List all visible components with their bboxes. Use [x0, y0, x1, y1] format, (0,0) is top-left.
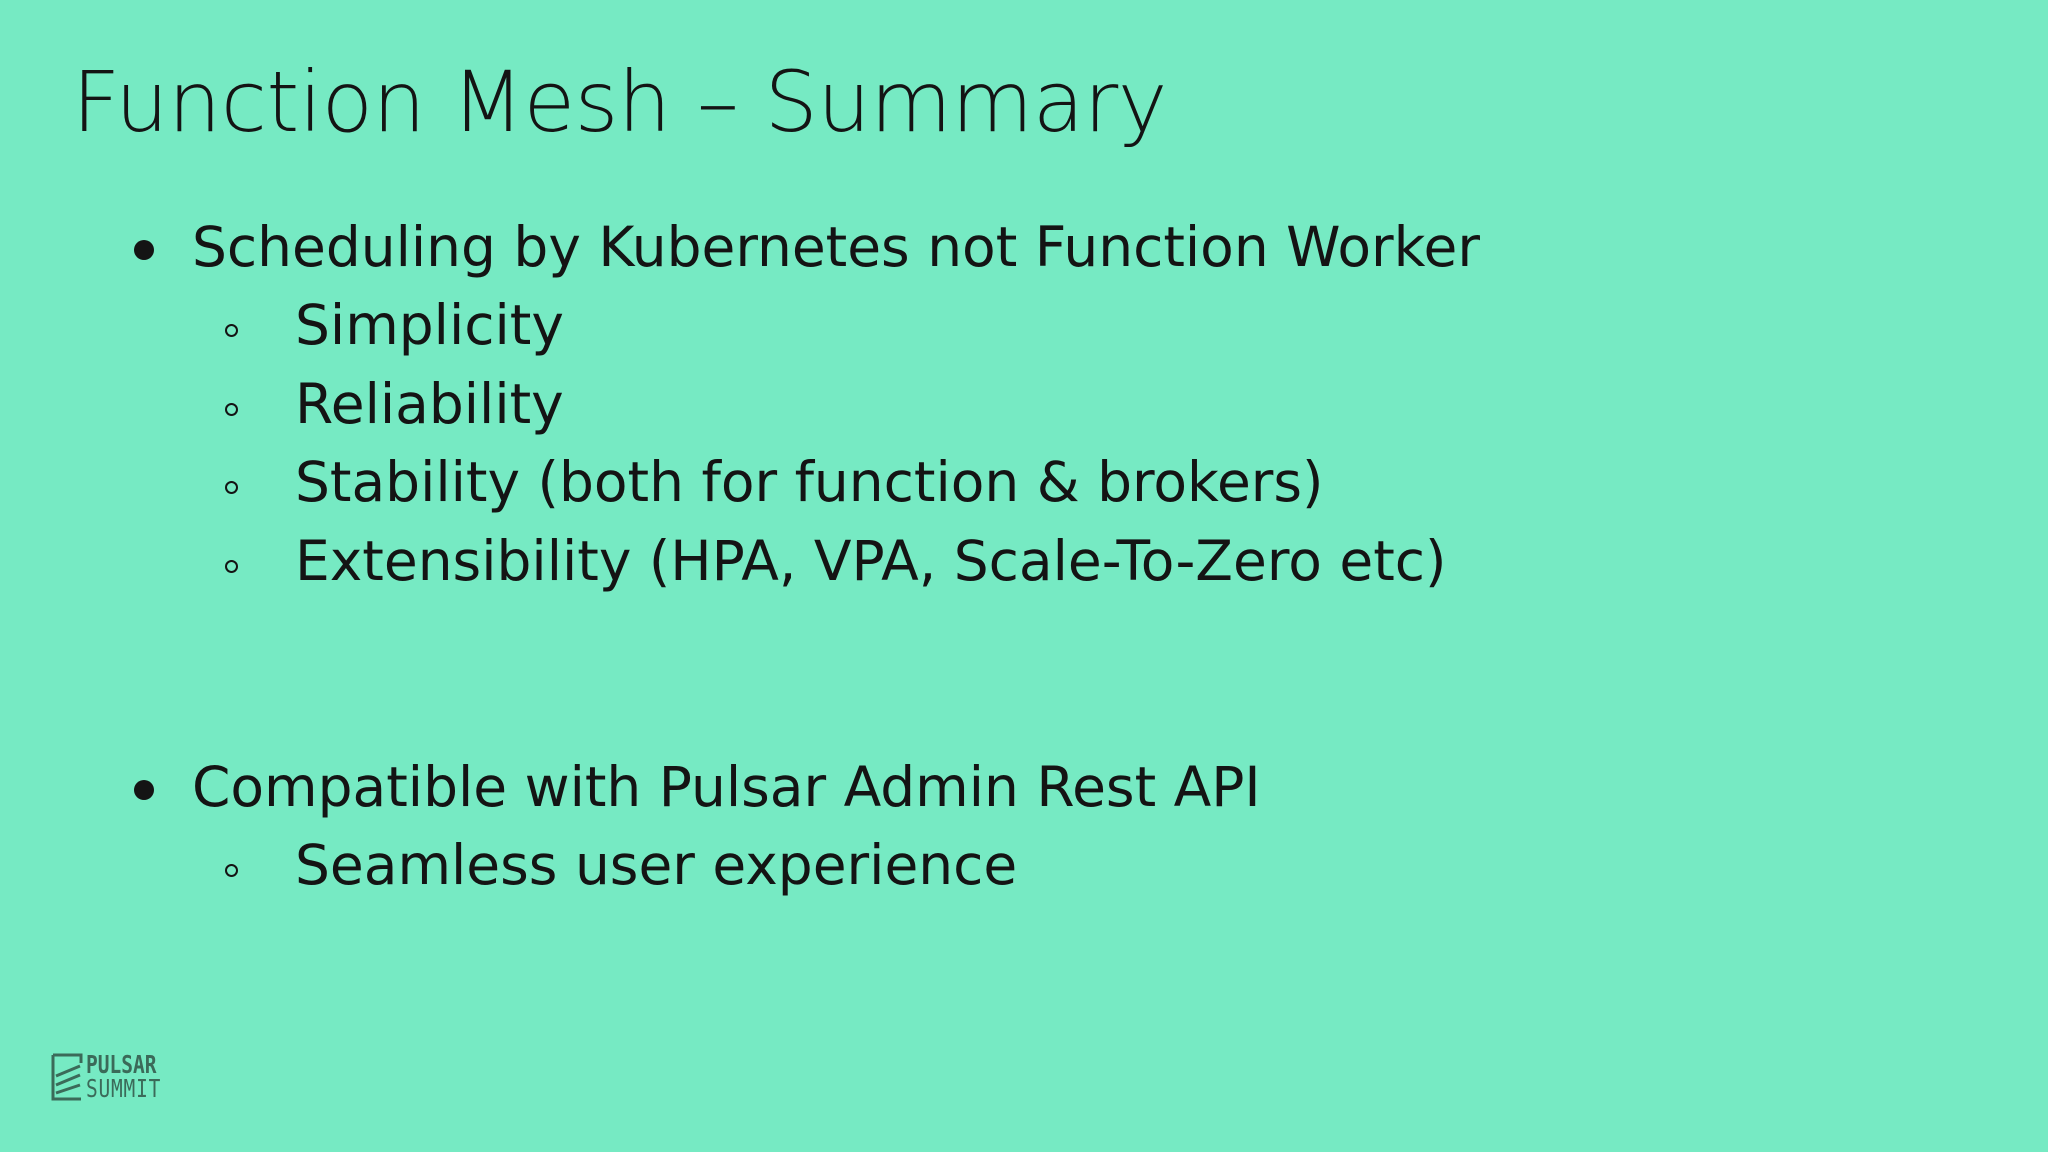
bullet-text: Scheduling by Kubernetes not Function Wo… [192, 215, 1480, 279]
sub-bullet-circle-icon [225, 481, 238, 494]
sub-bullet-text: Stability (both for function & brokers) [295, 450, 1324, 514]
sub-bullet-circle-icon [225, 864, 238, 877]
logo-line-pulsar: PULSAR [86, 1050, 157, 1079]
slide-title: Function Mesh – Summary [72, 53, 1167, 151]
sub-bullet-text: Seamless user experience [295, 833, 1018, 897]
sub-bullet-text: Reliability [295, 372, 564, 436]
sub-bullet-item: Seamless user experience [225, 838, 1017, 893]
sub-bullet-item: Extensibility (HPA, VPA, Scale-To-Zero e… [225, 534, 1446, 589]
sub-bullet-item: Reliability [225, 377, 564, 432]
bullet-item: Scheduling by Kubernetes not Function Wo… [134, 220, 1480, 275]
pulsar-summit-logo: PULSAR SUMMIT [50, 1050, 190, 1102]
sub-bullet-item: Stability (both for function & brokers) [225, 455, 1324, 510]
sub-bullet-text: Extensibility (HPA, VPA, Scale-To-Zero e… [295, 529, 1447, 593]
bullet-dot-icon [134, 240, 154, 260]
pulsar-summit-mark-icon [51, 1053, 83, 1101]
bullet-item: Compatible with Pulsar Admin Rest API [134, 760, 1261, 815]
sub-bullet-text: Simplicity [295, 293, 564, 357]
sub-bullet-item: Simplicity [225, 298, 564, 353]
sub-bullet-circle-icon [225, 324, 238, 337]
bullet-dot-icon [134, 780, 154, 800]
sub-bullet-circle-icon [225, 403, 238, 416]
logo-line-summit: SUMMIT [86, 1074, 162, 1103]
bullet-text: Compatible with Pulsar Admin Rest API [192, 755, 1261, 819]
sub-bullet-circle-icon [225, 560, 238, 573]
